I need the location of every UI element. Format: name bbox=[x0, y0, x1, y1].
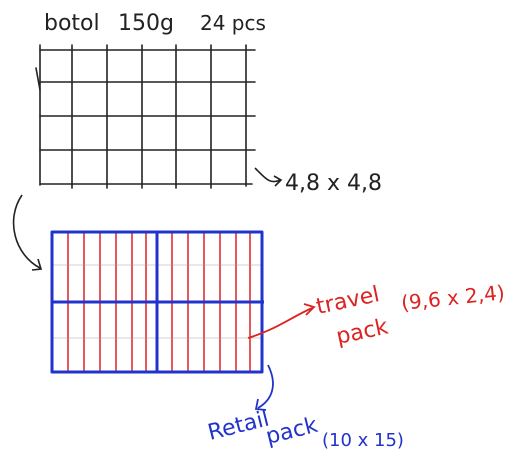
blue-pack-frame bbox=[50, 230, 264, 374]
header-weight: 150g bbox=[118, 11, 174, 36]
retail-arrowhead bbox=[254, 398, 267, 411]
travel-arrow bbox=[247, 307, 313, 339]
header-item: botol bbox=[44, 11, 100, 36]
header-count: 24 pcs bbox=[200, 11, 266, 35]
retail-label: Retail bbox=[205, 407, 271, 446]
travel-label: travel bbox=[314, 282, 382, 320]
top-grid bbox=[35, 44, 256, 189]
transform-arrowhead bbox=[31, 258, 43, 271]
travel-label-2: pack bbox=[334, 314, 391, 349]
travel-arrowhead bbox=[303, 303, 316, 316]
retail-label-2: pack bbox=[263, 413, 320, 450]
dimension-label: 4,8 x 4,8 bbox=[285, 171, 382, 196]
retail-dims: (10 x 15) bbox=[322, 430, 404, 451]
dimension-arrow bbox=[254, 167, 281, 183]
transform-arrow bbox=[12, 194, 41, 269]
dimension-arrowhead bbox=[273, 175, 283, 187]
travel-dims: (9,6 x 2,4) bbox=[400, 280, 506, 315]
retail-arrow bbox=[257, 364, 274, 409]
